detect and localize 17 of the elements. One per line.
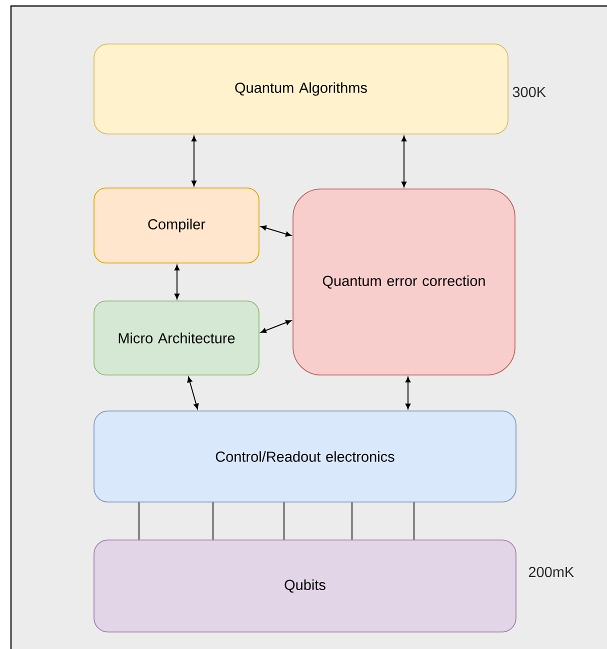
connector-line (138, 502, 140, 540)
process-box: Quantum error correction (292, 188, 516, 376)
process-box: Qubits (94, 540, 516, 632)
double-arrow (260, 225, 292, 237)
temperature-label: 300K (512, 86, 546, 98)
double-arrow (191, 136, 197, 186)
connector-line (212, 502, 214, 540)
process-box: Micro Architecture (94, 300, 260, 376)
double-arrow (405, 376, 411, 410)
double-arrow (174, 264, 180, 300)
double-arrow (401, 136, 407, 188)
double-arrow (187, 376, 199, 410)
temperature-label: 200mK (528, 566, 574, 578)
process-box: Compiler (94, 188, 260, 264)
double-arrow (260, 320, 292, 334)
process-box: Quantum Algorithms (94, 44, 508, 134)
process-box: Control/Readout electronics (94, 410, 516, 502)
